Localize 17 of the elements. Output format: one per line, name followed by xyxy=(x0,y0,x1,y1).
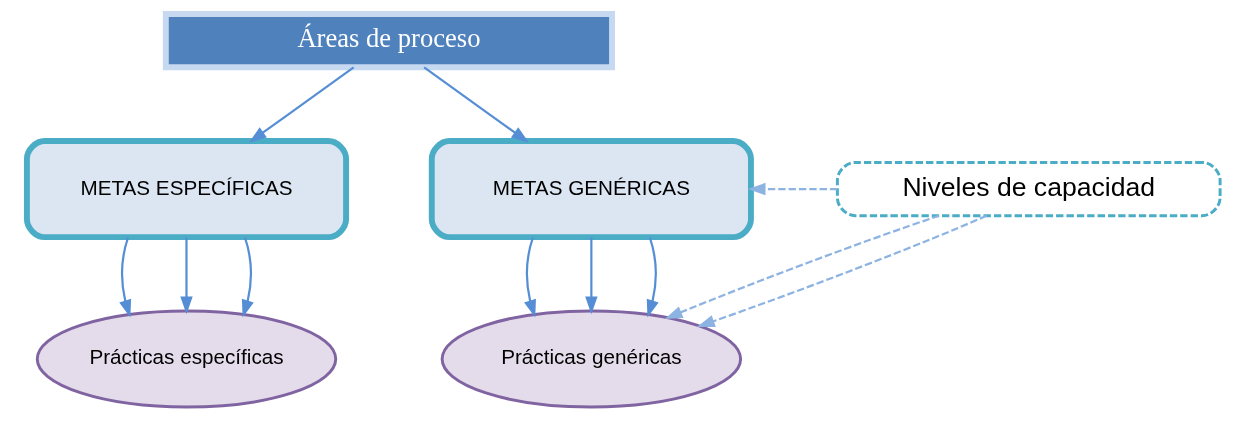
arrow xyxy=(118,237,131,318)
arrow xyxy=(523,237,536,318)
arrow xyxy=(248,66,354,143)
arrow xyxy=(584,237,598,315)
arrow xyxy=(664,214,939,319)
node-box: Áreas de proceso xyxy=(162,11,615,71)
arrow xyxy=(179,237,193,315)
node-box: Niveles de capacidad xyxy=(835,161,1222,218)
node-ellipse: Prácticas genéricas xyxy=(440,309,742,409)
arrow xyxy=(696,214,987,327)
arrow xyxy=(646,237,659,318)
node-ellipse: Prácticas específicas xyxy=(35,309,337,409)
arrow xyxy=(423,66,529,143)
node-box: METAS GENÉRICAS xyxy=(428,138,754,241)
node-box: METAS ESPECÍFICAS xyxy=(23,138,349,241)
arrow xyxy=(747,182,837,196)
arrow xyxy=(241,237,254,318)
